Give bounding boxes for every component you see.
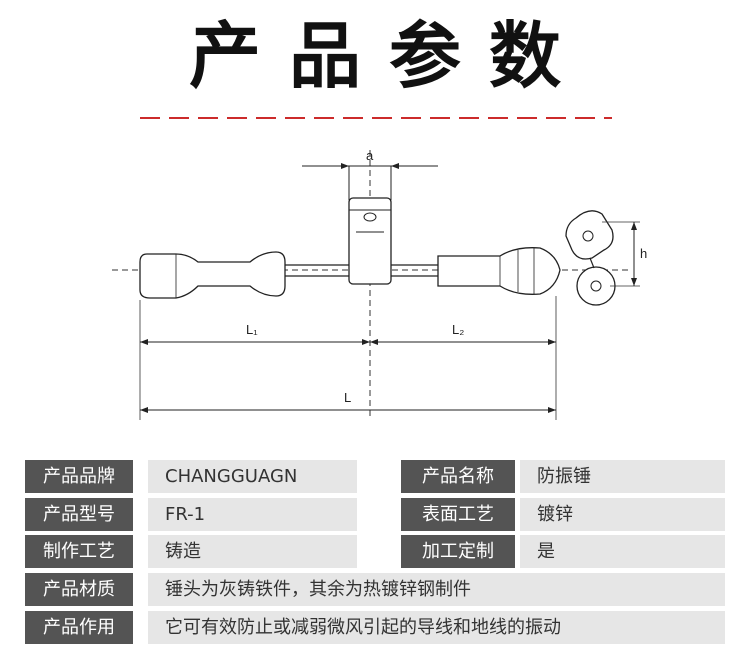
brand-label: 产品品牌 bbox=[25, 460, 133, 493]
model-value: FR-1 bbox=[148, 498, 357, 531]
dimension-label-l2: L₂ bbox=[452, 322, 464, 337]
surface-label: 表面工艺 bbox=[401, 498, 515, 531]
process-value: 铸造 bbox=[148, 535, 357, 568]
right-hammer-head bbox=[437, 247, 561, 295]
custom-value: 是 bbox=[520, 535, 725, 568]
side-view-clamp bbox=[565, 210, 614, 260]
dimension-label-h: h bbox=[640, 246, 647, 261]
dimension-label-a: a bbox=[366, 148, 374, 163]
function-label: 产品作用 bbox=[25, 611, 133, 644]
surface-value: 镀锌 bbox=[520, 498, 725, 531]
name-label: 产品名称 bbox=[401, 460, 515, 493]
material-label: 产品材质 bbox=[25, 573, 133, 606]
custom-label: 加工定制 bbox=[401, 535, 515, 568]
material-value: 锤头为灰铸铁件，其余为热镀锌钢制件 bbox=[148, 573, 725, 606]
technical-drawing: a L₁ L₂ L h bbox=[112, 148, 647, 420]
dimension-label-l1: L₁ bbox=[246, 322, 258, 337]
function-value: 它可有效防止或减弱微风引起的导线和地线的振动 bbox=[148, 611, 725, 644]
page-title: 产品参数 bbox=[188, 14, 589, 98]
model-label: 产品型号 bbox=[25, 498, 133, 531]
brand-value: CHANGGUAGN bbox=[148, 460, 357, 493]
clamp-body bbox=[348, 197, 392, 285]
process-label: 制作工艺 bbox=[25, 535, 133, 568]
clamp-bolt bbox=[363, 212, 377, 222]
dimension-label-l: L bbox=[344, 390, 351, 405]
name-value: 防振锤 bbox=[520, 460, 725, 493]
title-divider bbox=[140, 117, 612, 119]
